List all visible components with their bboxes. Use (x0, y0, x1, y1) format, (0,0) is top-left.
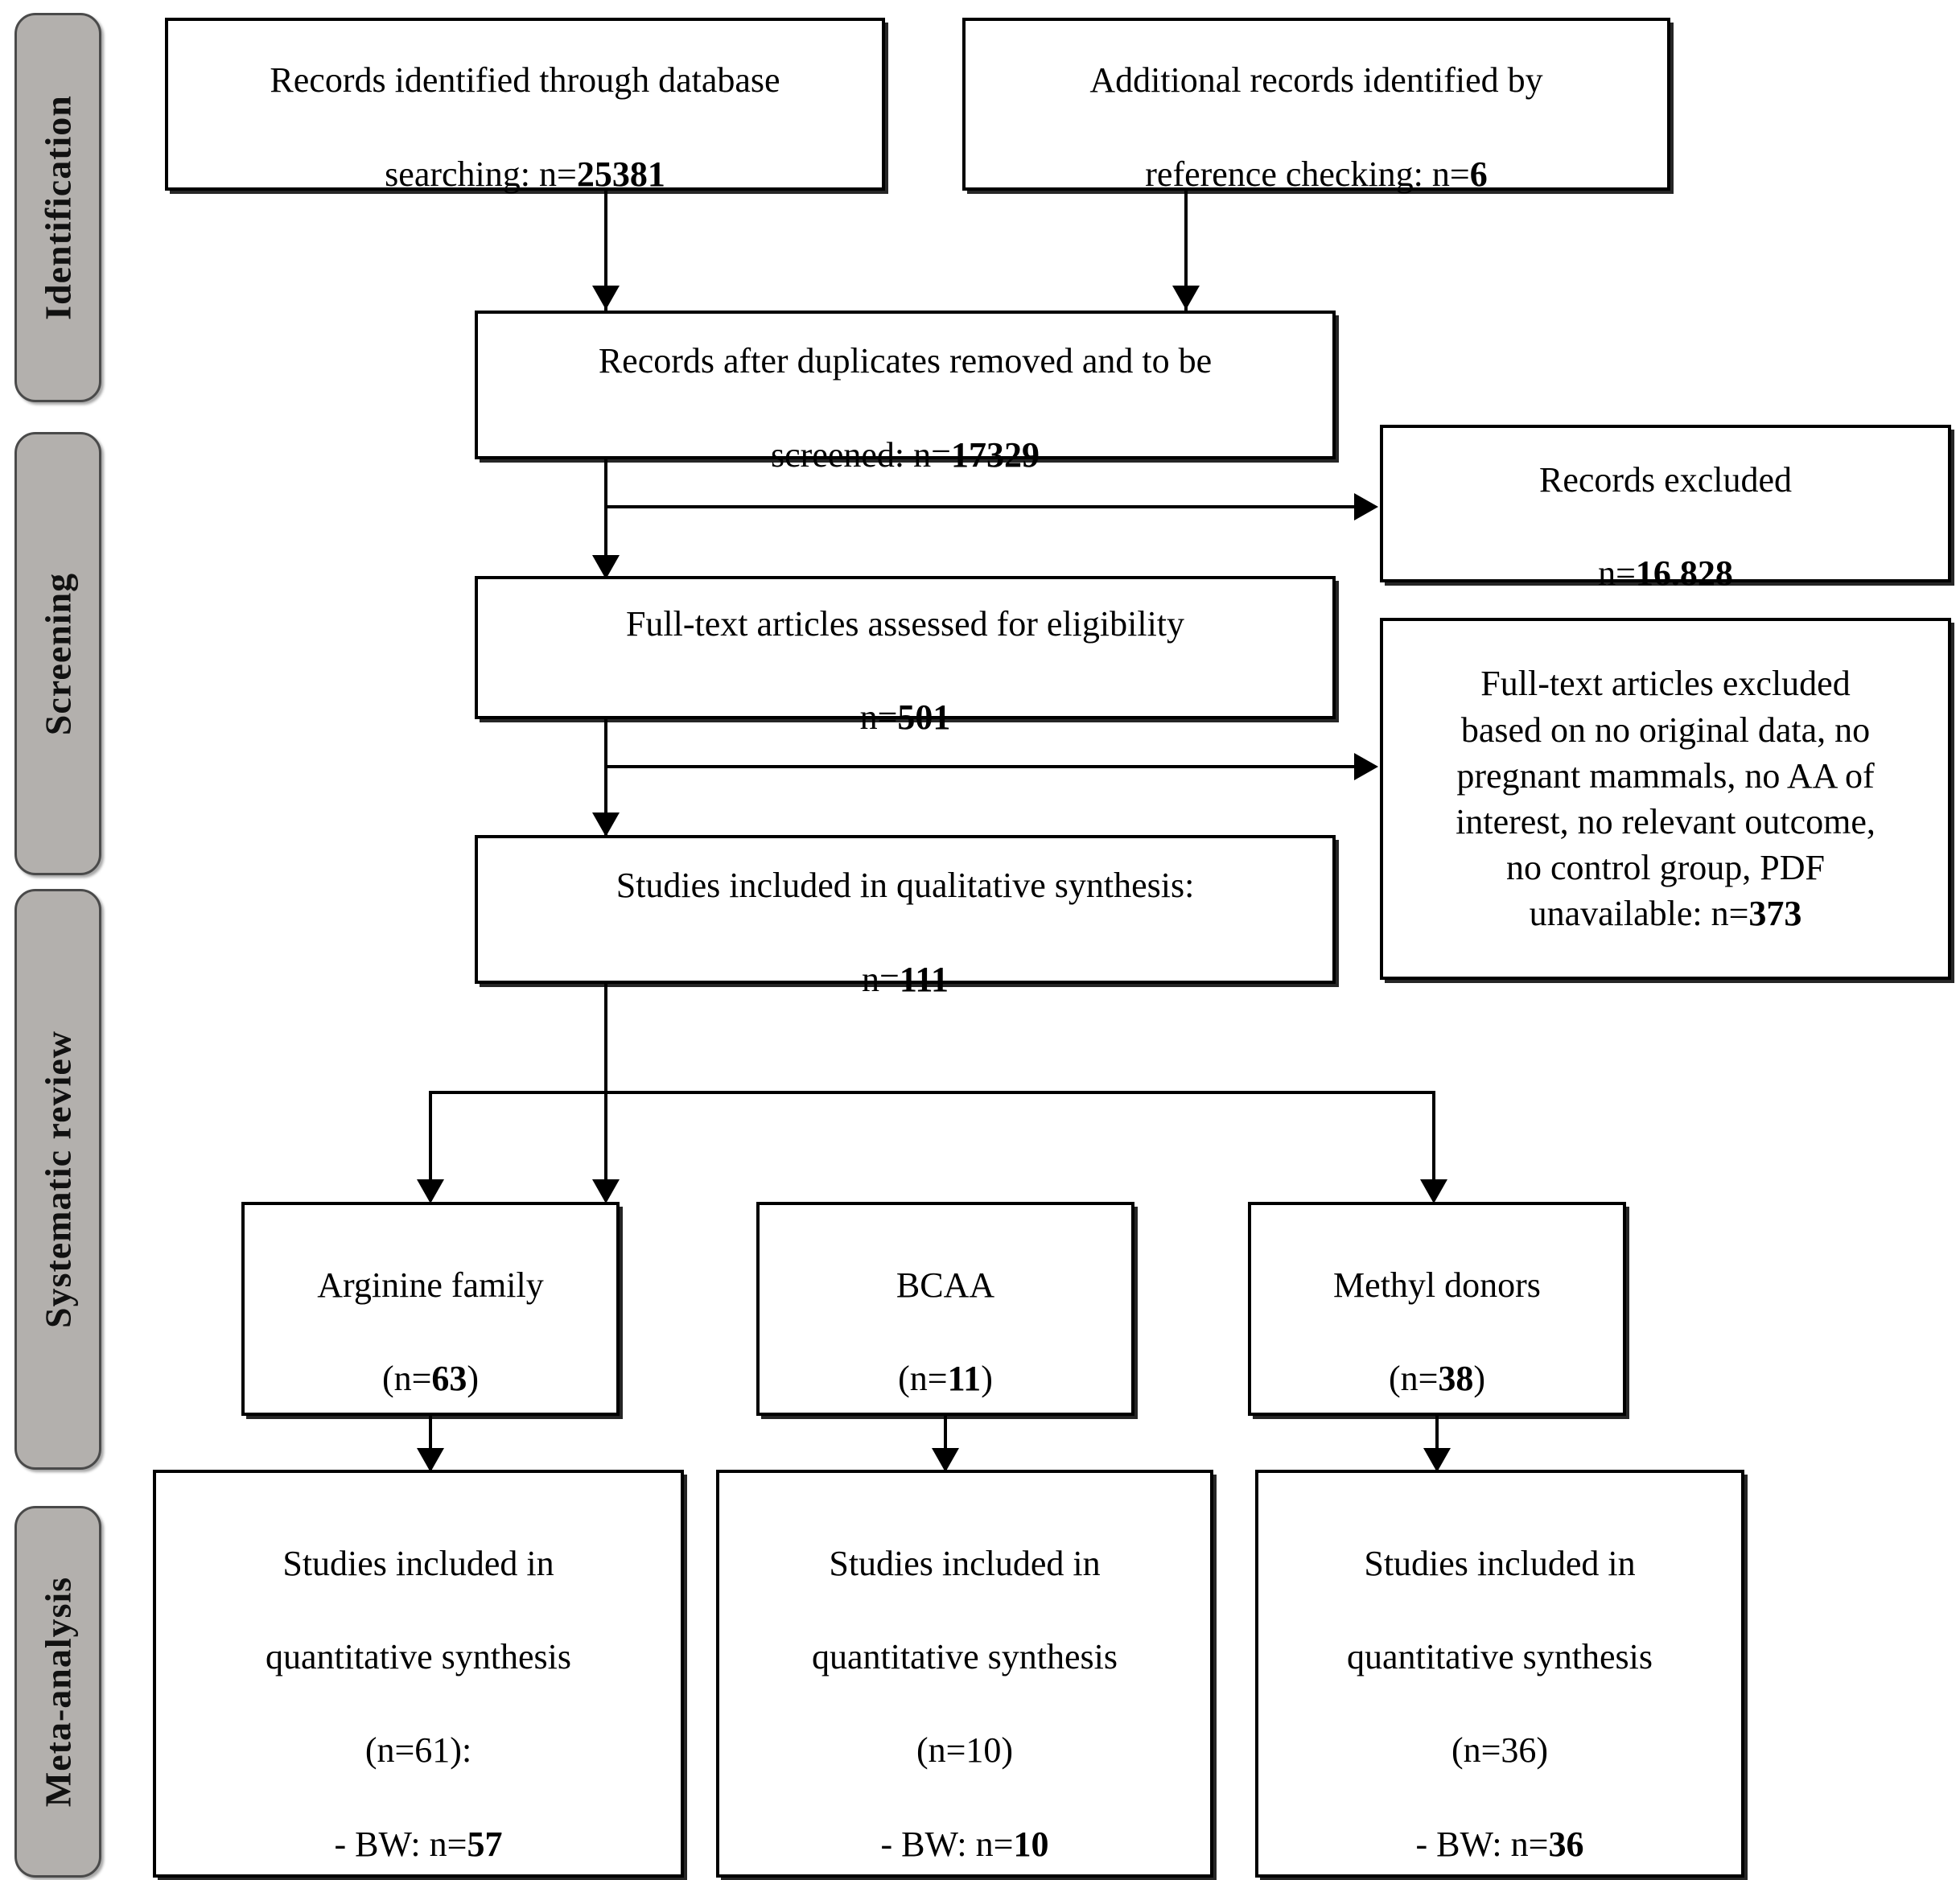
records-excluded-line2-prefix: n= (1598, 553, 1636, 594)
bcaa-line2-suffix: ) (981, 1359, 993, 1399)
box-bcaa-quantitative: Studies included in quantitative synthes… (716, 1470, 1213, 1878)
arrowhead-duplicates-to-fulltext (592, 555, 620, 579)
connector-fulltext-to-qualitative (604, 719, 607, 836)
duplicates-line2-prefix: screened: n= (771, 434, 951, 475)
arrowhead-methyl-to-quant (1423, 1448, 1451, 1472)
box-bcaa: BCAA (n=11) (756, 1202, 1134, 1416)
fulltext-assessed-count: 501 (897, 697, 951, 738)
box-records-excluded: Records excluded n=16.828 (1380, 425, 1951, 593)
connector-fulltext-to-fulltext-excluded (604, 765, 1356, 768)
arrowhead-reference-to-duplicates (1172, 286, 1200, 310)
methyl-quant-line1: Studies included in (1364, 1544, 1636, 1584)
phase-label-systematic-review: Systematic review (37, 1031, 79, 1328)
database-search-count: 25381 (576, 154, 665, 194)
methyl-donors-line1: Methyl donors (1333, 1265, 1541, 1305)
arginine-quant-line1: Studies included in (282, 1544, 554, 1584)
database-search-line1: Records identified through database (270, 60, 780, 101)
phase-tab-meta-analysis: Meta-analysis (14, 1506, 101, 1878)
bcaa-count: 11 (947, 1359, 982, 1399)
phase-tab-screening: Screening (14, 432, 101, 875)
methyl-quant-line3: (n=36) (1451, 1730, 1549, 1771)
duplicates-count: 17329 (950, 434, 1040, 475)
connector-duplicates-to-fulltext (604, 459, 607, 577)
box-arginine-family: Arginine family (n=63) (241, 1202, 620, 1416)
box-methyl-quantitative: Studies included in quantitative synthes… (1255, 1470, 1744, 1878)
arginine-family-line2-suffix: ) (467, 1359, 480, 1399)
methyl-donors-count: 38 (1438, 1359, 1474, 1399)
box-qualitative-synthesis: Studies included in qualitative synthesi… (475, 835, 1336, 999)
arrowhead-arginine-to-quant (417, 1448, 444, 1472)
box-database-search: Records identified through database sear… (165, 18, 885, 194)
fulltext-excluded-body: Full-text articles excluded based on no … (1456, 664, 1876, 934)
connector-reference-to-duplicates (1184, 191, 1188, 311)
arrowhead-duplicates-to-records-excluded (1354, 493, 1378, 520)
arrowhead-branch-to-arginine (417, 1179, 444, 1203)
arrowhead-fulltext-to-fulltext-excluded (1354, 753, 1378, 780)
connector-branch-right (1432, 1091, 1435, 1201)
phase-tab-systematic-review: Systematic review (14, 889, 101, 1470)
box-arginine-quantitative: Studies included in quantitative synthes… (153, 1470, 684, 1878)
arrowhead-branch-to-bcaa (592, 1179, 620, 1203)
bcaa-quant-line2: quantitative synthesis (811, 1637, 1118, 1677)
records-excluded-line1: Records excluded (1539, 459, 1792, 500)
phase-tab-identification: Identification (14, 13, 101, 402)
arginine-family-line2-prefix: (n= (381, 1359, 432, 1399)
duplicates-line1: Records after duplicates removed and to … (598, 341, 1213, 381)
connector-duplicates-to-records-excluded (604, 505, 1356, 508)
database-search-line2-prefix: searching: n= (385, 154, 577, 194)
arginine-family-count: 63 (431, 1359, 467, 1399)
arrowhead-fulltext-to-qualitative (592, 812, 620, 837)
reference-checking-line1: Additional records identified by (1089, 60, 1543, 101)
fulltext-assessed-line2-prefix: n= (859, 697, 898, 738)
arginine-quant-item1-prefix: - BW: n= (334, 1824, 467, 1864)
bcaa-quant-line1: Studies included in (829, 1544, 1101, 1584)
connector-branch-bus (429, 1091, 1435, 1094)
phase-label-meta-analysis: Meta-analysis (37, 1576, 79, 1808)
phase-label-identification: Identification (37, 95, 79, 320)
reference-checking-count: 6 (1469, 154, 1488, 194)
box-fulltext-excluded: Full-text articles excluded based on no … (1380, 618, 1951, 980)
bcaa-quant-item1-prefix: - BW: n= (880, 1824, 1014, 1864)
arginine-family-line1: Arginine family (317, 1265, 544, 1305)
connector-branch-left (429, 1091, 432, 1201)
box-methyl-donors: Methyl donors (n=38) (1248, 1202, 1626, 1416)
methyl-quant-bw-count: 36 (1548, 1824, 1584, 1864)
arginine-quant-line2: quantitative synthesis (265, 1637, 572, 1677)
qualitative-count: 111 (899, 959, 949, 999)
methyl-donors-line2-prefix: (n= (1388, 1359, 1439, 1399)
box-fulltext-assessed: Full-text articles assessed for eligibil… (475, 576, 1336, 737)
arginine-quant-line3: (n=61): (364, 1730, 472, 1771)
bcaa-line1: BCAA (896, 1265, 995, 1305)
methyl-quant-line2: quantitative synthesis (1346, 1637, 1653, 1677)
qualitative-line2-prefix: n= (862, 959, 900, 999)
bcaa-line2-prefix: (n= (898, 1359, 948, 1399)
box-reference-checking: Additional records identified by referen… (962, 18, 1670, 194)
phase-label-screening: Screening (37, 572, 79, 735)
qualitative-line1: Studies included in qualitative synthesi… (616, 866, 1195, 906)
fulltext-assessed-line1: Full-text articles assessed for eligibil… (625, 603, 1185, 644)
methyl-donors-line2-suffix: ) (1473, 1359, 1486, 1399)
arginine-quant-bw-count: 57 (467, 1824, 503, 1864)
arrowhead-bcaa-to-quant (932, 1448, 959, 1472)
reference-checking-line2-prefix: reference checking: n= (1145, 154, 1470, 194)
box-duplicates-removed: Records after duplicates removed and to … (475, 311, 1336, 475)
arrowhead-branch-to-methyl (1420, 1179, 1447, 1203)
connector-database-to-duplicates (604, 191, 607, 311)
bcaa-quant-bw-count: 10 (1013, 1824, 1049, 1864)
arrowhead-database-to-duplicates (592, 286, 620, 310)
bcaa-quant-line3: (n=10) (916, 1730, 1014, 1771)
methyl-quant-item1-prefix: - BW: n= (1415, 1824, 1549, 1864)
fulltext-excluded-count: 373 (1748, 894, 1802, 934)
records-excluded-count: 16.828 (1635, 553, 1733, 594)
